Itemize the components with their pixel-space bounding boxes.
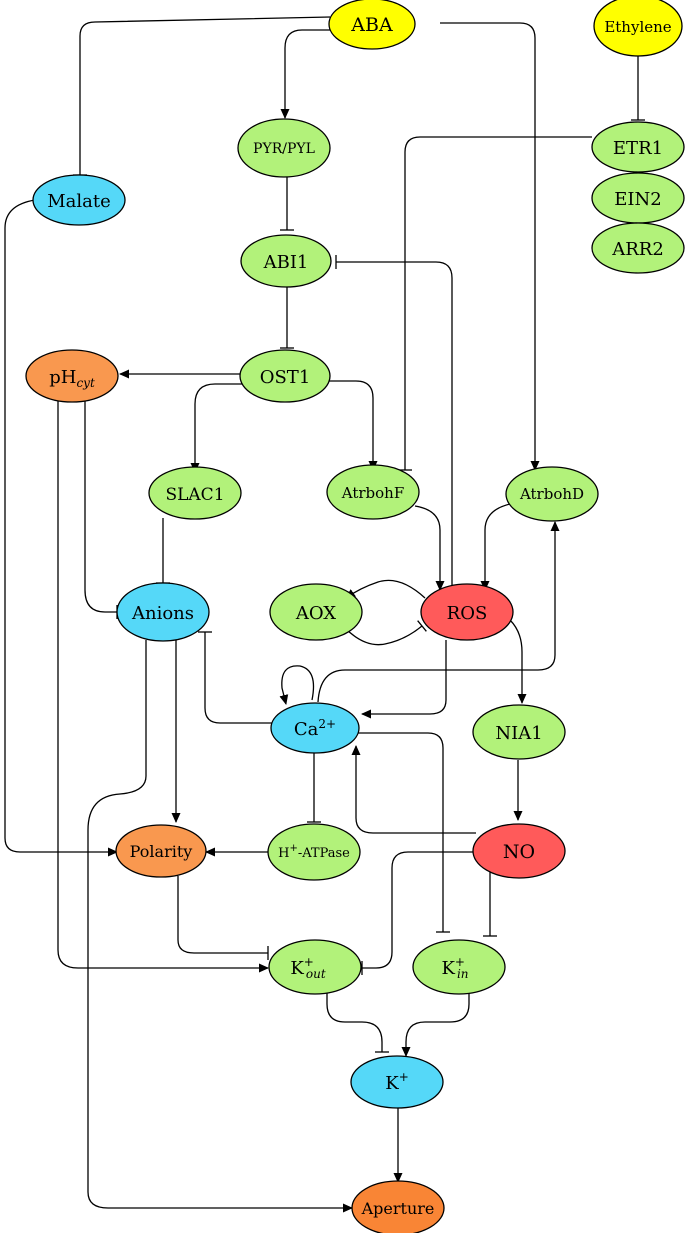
edge-ca-self: [279, 665, 315, 705]
node-k-in[interactable]: K+in: [412, 939, 506, 995]
node-label-aox: AOX: [295, 603, 336, 624]
node-label-ros: ROS: [447, 603, 488, 624]
node-ost1[interactable]: OST1: [239, 349, 331, 403]
node-label-slac1: SLAC1: [165, 485, 224, 505]
node-ca[interactable]: Ca2+: [270, 702, 360, 754]
edge-polarity-kout: [177, 876, 269, 960]
node-ros[interactable]: ROS: [420, 583, 514, 641]
node-no[interactable]: NO: [472, 823, 566, 879]
node-aperture[interactable]: Aperture: [351, 1180, 445, 1233]
node-polarity[interactable]: Polarity: [115, 824, 207, 878]
nodes: ABA Ethylene PYR/PYL ETR1 EIN2 ARR2 Mala…: [25, 0, 685, 1233]
edge-kout-k: [326, 990, 389, 1053]
node-k-out[interactable]: K+out: [268, 939, 362, 995]
edge-malate-polarity: [4, 199, 118, 857]
edge-etr1-atrbohf: [398, 136, 592, 471]
edge-phcyt-anions: [84, 400, 118, 619]
edge-aox-ros: [344, 620, 427, 646]
edge-no-ca: [351, 745, 476, 834]
node-label-ca: Ca2+: [294, 717, 336, 740]
node-aba[interactable]: ABA: [328, 0, 416, 50]
node-arr2[interactable]: ARR2: [591, 222, 685, 274]
node-label-abi1: ABI1: [263, 252, 309, 273]
node-label-h-atpase: H+-ATPase: [278, 843, 350, 861]
node-label-aba: ABA: [350, 14, 393, 36]
edge-ros-aox: [345, 579, 426, 599]
node-ein2[interactable]: EIN2: [591, 172, 685, 224]
node-atrbohf[interactable]: AtrbohF: [326, 464, 420, 520]
node-atrbohd[interactable]: AtrbohD: [505, 466, 599, 522]
node-label-no: NO: [503, 841, 535, 863]
edge-ca-kin: [357, 732, 450, 933]
edge-ost1-slac1: [190, 383, 246, 473]
node-label-k-out: K+out: [290, 955, 325, 981]
edge-ca-anions: [198, 631, 272, 724]
edge-ost1-atrbohf: [328, 380, 378, 471]
node-label-atrbohf: AtrbohF: [341, 484, 404, 502]
node-label-aperture: Aperture: [361, 1199, 435, 1218]
edge-atrbohd-ros: [480, 503, 511, 591]
node-ph-cyt[interactable]: pHcyt: [25, 349, 119, 403]
node-label-arr2: ARR2: [611, 239, 664, 260]
edge-ros-ca: [361, 640, 447, 719]
edges: [4, 16, 645, 1213]
node-label-ein2: EIN2: [614, 189, 661, 210]
node-label-malate: Malate: [47, 191, 111, 212]
edge-phcyt-kout: [57, 398, 269, 973]
node-label-k: K+: [385, 1070, 409, 1094]
edge-ca-atrbohd: [317, 521, 560, 703]
node-nia1[interactable]: NIA1: [472, 704, 566, 760]
node-label-atrbohd: AtrbohD: [519, 485, 584, 503]
node-label-pyr-pyl: PYR/PYL: [253, 141, 315, 157]
node-ethylene[interactable]: Ethylene: [593, 0, 683, 57]
edge-aba-atrbohd: [440, 22, 540, 471]
node-label-nia1: NIA1: [495, 723, 542, 744]
node-label-ph-cyt: pHcyt: [49, 367, 95, 390]
node-aox[interactable]: AOX: [269, 583, 363, 641]
node-label-anions: Anions: [131, 603, 194, 624]
edge-aba-pyrpyl: [280, 29, 337, 119]
edge-ros-nia1: [509, 619, 527, 704]
node-h-atpase[interactable]: H+-ATPase: [267, 823, 361, 881]
node-label-ost1: OST1: [260, 367, 311, 388]
node-malate[interactable]: Malate: [32, 174, 126, 226]
node-label-ethylene: Ethylene: [604, 18, 671, 36]
node-abi1[interactable]: ABI1: [240, 234, 332, 288]
node-label-k-in: K+in: [441, 955, 468, 981]
edge-kin-k: [401, 992, 470, 1057]
node-pyr-pyl[interactable]: PYR/PYL: [237, 118, 331, 178]
edge-ros-abi1: [335, 255, 453, 593]
edge-anions-aperture: [87, 640, 353, 1213]
node-anions[interactable]: Anions: [116, 582, 210, 642]
edge-no-kout: [361, 851, 476, 975]
node-etr1[interactable]: ETR1: [591, 121, 685, 173]
edge-atrbohf-ros: [414, 505, 445, 591]
node-label-polarity: Polarity: [130, 842, 193, 861]
edge-aba-malate: [73, 16, 331, 176]
node-label-etr1: ETR1: [613, 138, 663, 159]
node-slac1[interactable]: SLAC1: [148, 466, 242, 520]
node-k[interactable]: K+: [350, 1055, 444, 1109]
